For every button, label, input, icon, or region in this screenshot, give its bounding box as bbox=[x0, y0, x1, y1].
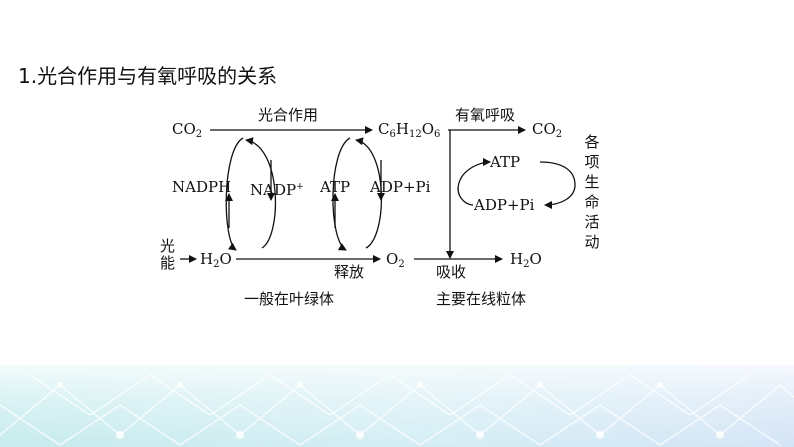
mitochondria-note: 主要在线粒体 bbox=[436, 290, 527, 308]
adp-pi-right-label: ADP+Pi bbox=[474, 196, 535, 214]
absorb-label: 吸收 bbox=[436, 263, 467, 281]
h2o-left-label: H2O bbox=[200, 250, 232, 274]
life-char-1: 各 bbox=[584, 133, 600, 151]
co2-left-label: CO2 bbox=[172, 120, 202, 144]
o2-sub: 2 bbox=[398, 259, 405, 270]
life-char-3: 生 bbox=[584, 173, 600, 191]
page-title: 1.光合作用与有氧呼吸的关系 bbox=[18, 64, 278, 88]
glucose-h-sub: 12 bbox=[408, 129, 422, 140]
life-activities-label: 各 项 生 命 活 动 bbox=[582, 132, 602, 252]
o2-label: O2 bbox=[386, 250, 405, 274]
nadph-cycle-right-arc bbox=[245, 137, 276, 249]
life-char-4: 命 bbox=[584, 193, 600, 211]
light-energy-label: 光 能 bbox=[160, 238, 178, 272]
glucose-c-sub: 6 bbox=[389, 129, 396, 140]
glucose-o-sub: 6 bbox=[434, 129, 441, 140]
nadp-base: NADP bbox=[250, 181, 297, 199]
nadp-sup: + bbox=[296, 182, 304, 192]
nadph-label: NADPH bbox=[172, 178, 232, 196]
glucose-o: O bbox=[421, 120, 434, 138]
co2-left-base: CO bbox=[172, 120, 196, 138]
h2o-right-sub: 2 bbox=[523, 259, 530, 270]
h2o-left-h: H bbox=[200, 250, 214, 268]
adp-pi-mid-label: ADP+Pi bbox=[370, 178, 431, 196]
atp-right-label: ATP bbox=[490, 153, 521, 171]
co2-right-sub: 2 bbox=[555, 129, 563, 140]
right-atp-to-life-arrow bbox=[539, 161, 576, 209]
co2-right-label: CO2 bbox=[532, 120, 562, 144]
h2o-left-sub: 2 bbox=[213, 259, 220, 270]
decorative-footer-pattern bbox=[0, 345, 794, 447]
glucose-c: C bbox=[378, 120, 390, 138]
light-energy-char-2: 能 bbox=[160, 254, 176, 272]
aerobic-respiration-label: 有氧呼吸 bbox=[455, 106, 516, 124]
h2o-left-o: O bbox=[219, 250, 232, 268]
glucose-h: H bbox=[395, 120, 409, 138]
light-energy-char-1: 光 bbox=[160, 237, 176, 255]
atp-mid-label: ATP bbox=[320, 178, 351, 196]
nadp-label: NADP+ bbox=[250, 178, 304, 199]
life-char-2: 项 bbox=[584, 153, 600, 171]
h2o-right-o: O bbox=[529, 250, 542, 268]
glucose-label: C6H12O6 bbox=[378, 120, 440, 144]
photosynthesis-label: 光合作用 bbox=[258, 106, 319, 124]
co2-left-sub: 2 bbox=[195, 129, 203, 140]
co2-right-base: CO bbox=[532, 120, 556, 138]
right-atp-cycle-upper bbox=[457, 158, 491, 191]
release-label: 释放 bbox=[334, 263, 365, 281]
right-atp-cycle-lower bbox=[457, 187, 474, 206]
h2o-right-label: H2O bbox=[510, 250, 542, 274]
chloroplast-note: 一般在叶绿体 bbox=[244, 290, 335, 308]
o2-base: O bbox=[386, 250, 399, 268]
h2o-right-h: H bbox=[510, 250, 524, 268]
life-char-5: 活 bbox=[584, 213, 600, 231]
life-char-6: 动 bbox=[584, 233, 600, 251]
